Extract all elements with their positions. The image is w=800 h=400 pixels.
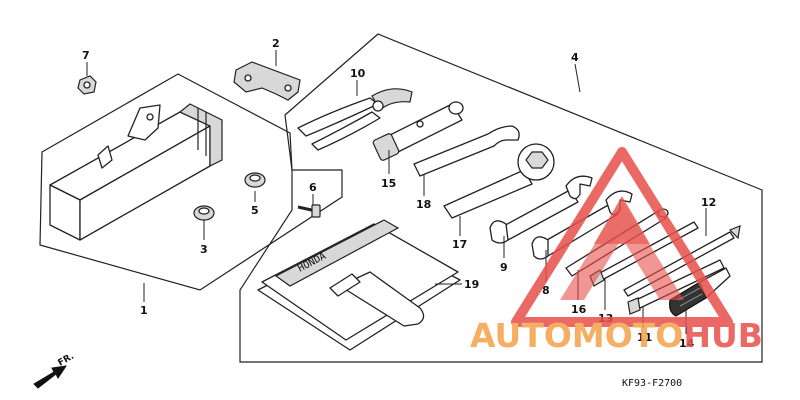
callout-7: 7 xyxy=(82,49,90,62)
watermark-text: AUTOMOTOHUB xyxy=(470,316,763,355)
callout-6: 6 xyxy=(309,181,317,194)
tool-pouch-19 xyxy=(257,219,461,351)
callout-9: 9 xyxy=(500,261,508,274)
callout-17: 17 xyxy=(452,238,467,251)
callout-10: 10 xyxy=(350,67,366,80)
toolkit-group-outline xyxy=(239,33,763,363)
callout-15: 15 xyxy=(381,177,396,190)
callout-5: 5 xyxy=(251,204,259,217)
grommet-5 xyxy=(244,172,266,188)
front-direction-arrow: FR. xyxy=(33,352,76,389)
callout-4: 4 xyxy=(571,51,579,64)
bracket-2 xyxy=(233,61,301,101)
watermark-triangle xyxy=(511,147,733,327)
callout-8: 8 xyxy=(542,284,550,297)
callout-3: 3 xyxy=(200,243,208,256)
diagram-code: KF93-F2700 xyxy=(622,378,682,389)
nut-7 xyxy=(77,75,97,95)
ring-spanner-17 xyxy=(443,143,555,219)
bolt-6 xyxy=(297,204,321,218)
callout-19: 19 xyxy=(464,278,479,291)
callout-14: 14 xyxy=(679,337,695,350)
watermark-text-part2: HUB xyxy=(683,316,763,355)
pin-spanner-18 xyxy=(413,125,520,177)
callout-12: 12 xyxy=(701,196,716,209)
pliers-10 xyxy=(297,88,413,151)
tool-bag xyxy=(49,103,223,241)
callout-2: 2 xyxy=(272,37,280,50)
toolbag-group-outline xyxy=(39,73,343,291)
callout-11: 11 xyxy=(637,331,652,344)
grommet-3 xyxy=(193,205,215,221)
callout-1: 1 xyxy=(140,304,148,317)
watermark-logo: AUTOMOTOHUB xyxy=(470,147,763,355)
callout-16: 16 xyxy=(571,303,587,316)
watermark-text-part1: AUTOMOTO xyxy=(470,316,683,355)
callout-labels: 7 2 10 4 6 5 3 1 15 18 17 9 8 16 13 11 1… xyxy=(82,37,716,350)
callout-18: 18 xyxy=(416,198,431,211)
box-wrench-15 xyxy=(372,101,464,161)
